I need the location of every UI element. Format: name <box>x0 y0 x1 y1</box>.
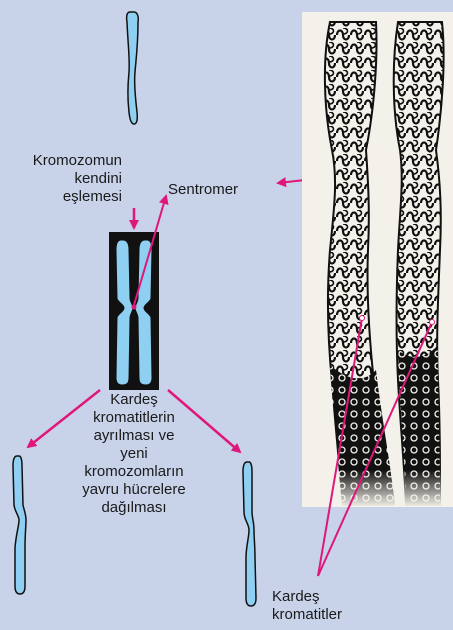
left-daughter-chromosome <box>13 456 26 594</box>
separation-label-line-5: kromozomların <box>64 463 204 481</box>
separation-label: Kardeş kromatitlerin ayrılması ve yeni k… <box>64 391 204 517</box>
centromere-dot <box>132 305 137 310</box>
centromere-label: Sentromer <box>168 181 238 199</box>
separation-label-line-2: kromatitlerin <box>64 409 204 427</box>
sister-chromatid-dot-1 <box>360 316 365 321</box>
separation-label-line-3: ayrılması ve <box>64 427 204 445</box>
replication-label-line-2: kendini <box>6 170 122 188</box>
centromere-label-text: Sentromer <box>168 181 238 199</box>
sister-chromatid-dot-2 <box>430 320 435 325</box>
separation-label-line-7: dağılması <box>64 499 204 517</box>
top-chromosome <box>127 12 139 124</box>
right-daughter-chromosome <box>243 462 256 606</box>
replication-label: Kromozomun kendini eşlemesi <box>6 152 122 206</box>
separation-label-line-6: yavru hücrelere <box>64 481 204 499</box>
replication-label-line-1: Kromozomun <box>6 152 122 170</box>
sister-chromatids-label-line-2: kromatitler <box>272 606 342 624</box>
separation-label-line-1: Kardeş <box>64 391 204 409</box>
sister-chromatids-label: Kardeş kromatitler <box>272 588 342 624</box>
replication-label-line-3: eşlemesi <box>6 188 122 206</box>
chromatid-micrograph <box>302 12 453 507</box>
sister-chromatids-label-line-1: Kardeş <box>272 588 342 606</box>
separation-label-line-4: yeni <box>64 445 204 463</box>
